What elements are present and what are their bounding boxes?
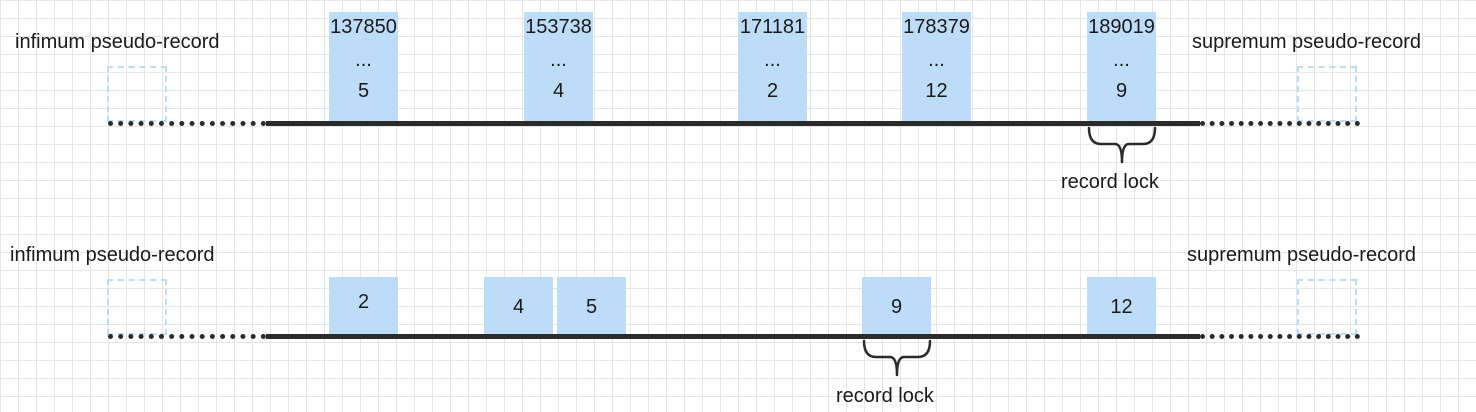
record-value: 2 bbox=[357, 291, 370, 313]
record-value: 5 bbox=[585, 296, 598, 318]
record-value: 12 bbox=[1110, 296, 1133, 318]
record-value: 9 bbox=[890, 296, 903, 318]
bottom-record-2: 4 bbox=[484, 277, 553, 334]
bottom-dotted-line-left bbox=[108, 334, 266, 339]
record-ellipsis: ... bbox=[550, 49, 567, 71]
record-ellipsis: ... bbox=[928, 49, 945, 71]
bottom-record-5: 12 bbox=[1087, 277, 1156, 334]
bottom-infimum-label: infimum pseudo-record bbox=[10, 244, 215, 266]
record-value: 9 bbox=[1115, 80, 1128, 102]
bottom-lock-brace-icon bbox=[862, 339, 932, 377]
record-key: 137850 bbox=[330, 16, 397, 38]
bottom-dotted-line-right bbox=[1200, 334, 1360, 339]
top-record-4: 178379 ... 12 bbox=[902, 12, 971, 121]
bottom-record-3: 5 bbox=[557, 277, 626, 334]
bottom-record-4: 9 bbox=[862, 277, 931, 334]
bottom-record-lock-label: record lock bbox=[836, 385, 934, 407]
bottom-index-line bbox=[266, 334, 1200, 339]
record-value: 12 bbox=[925, 80, 948, 102]
top-record-1: 137850 ... 5 bbox=[329, 12, 398, 121]
bottom-supremum-pseudo-record bbox=[1297, 279, 1357, 335]
top-dotted-line-left bbox=[108, 121, 266, 126]
top-lock-brace-icon bbox=[1087, 126, 1157, 164]
record-value: 4 bbox=[552, 80, 565, 102]
top-infimum-pseudo-record bbox=[107, 66, 167, 122]
record-value: 5 bbox=[357, 80, 370, 102]
record-ellipsis: ... bbox=[764, 49, 781, 71]
top-infimum-label: infimum pseudo-record bbox=[15, 31, 220, 53]
record-value: 4 bbox=[512, 296, 525, 318]
top-record-2: 153738 ... 4 bbox=[524, 12, 593, 121]
top-supremum-pseudo-record bbox=[1297, 66, 1357, 122]
record-ellipsis: ... bbox=[355, 49, 372, 71]
record-ellipsis: ... bbox=[1113, 49, 1130, 71]
record-key: 153738 bbox=[525, 16, 592, 38]
top-dotted-line-right bbox=[1200, 121, 1360, 126]
record-key: 189019 bbox=[1088, 16, 1155, 38]
bottom-supremum-label: supremum pseudo-record bbox=[1187, 244, 1416, 266]
top-record-lock-label: record lock bbox=[1061, 171, 1159, 193]
top-supremum-label: supremum pseudo-record bbox=[1192, 31, 1421, 53]
top-index-line bbox=[266, 121, 1200, 126]
record-value: 2 bbox=[766, 80, 779, 102]
bottom-record-1: 2 bbox=[329, 277, 398, 334]
record-key: 171181 bbox=[739, 16, 806, 38]
top-record-3: 171181 ... 2 bbox=[738, 12, 807, 121]
top-record-5: 189019 ... 9 bbox=[1087, 12, 1156, 121]
bottom-infimum-pseudo-record bbox=[107, 279, 167, 335]
record-key: 178379 bbox=[903, 16, 970, 38]
